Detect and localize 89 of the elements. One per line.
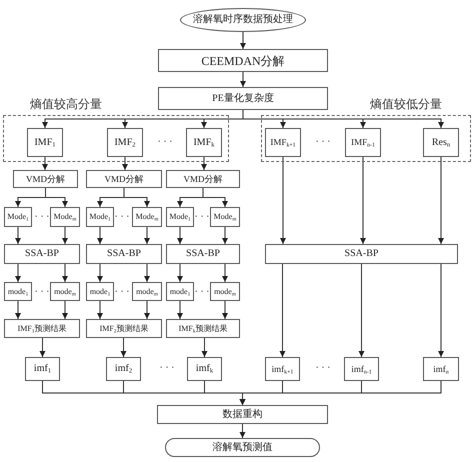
process-box: Mode$_{1}$ <box>86 207 114 227</box>
process-box: imf$_{2}$ <box>106 357 141 381</box>
arrow <box>202 338 208 358</box>
arrow <box>240 72 246 88</box>
ellipsis-mark: · · · <box>316 136 330 148</box>
ellipsis-mark: · · · <box>194 212 210 222</box>
arrow <box>42 156 48 170</box>
arrow <box>280 264 286 358</box>
arrow <box>97 226 103 244</box>
process-box: VMD分解 <box>13 170 78 188</box>
arrow <box>144 264 150 282</box>
process-box: SSA-BP <box>265 244 458 264</box>
ellipsis-mark: · · · <box>114 286 130 298</box>
arrow <box>15 300 21 320</box>
process-box: mode$_{m}$ <box>210 282 240 301</box>
arrow <box>202 188 228 208</box>
arrow <box>222 226 228 244</box>
process-box: Mode$_{m}$ <box>132 207 162 227</box>
process-box: Mode$_{1}$ <box>166 207 194 227</box>
arrow <box>240 32 246 50</box>
process-box: mode$_{1}$ <box>86 282 114 301</box>
process-box: SSA-BP <box>86 244 162 264</box>
arrow <box>222 300 228 320</box>
arrow <box>62 264 68 282</box>
arrow <box>120 338 126 358</box>
ellipsis-mark: · · · <box>34 286 50 298</box>
arrow <box>97 264 103 282</box>
arrow <box>15 226 21 244</box>
process-box: Mode$_{1}$ <box>4 207 32 227</box>
process-box: mode$_{1}$ <box>4 282 32 301</box>
process-box: imf$_{k}$ <box>187 357 222 381</box>
arrow <box>62 300 68 320</box>
arrow <box>40 338 46 358</box>
process-box: IMF$_{n-1}$ <box>345 128 381 157</box>
process-box: VMD分解 <box>166 170 240 188</box>
arrow <box>438 264 444 358</box>
process-box: IMF$_{k}$预测结果 <box>166 319 240 338</box>
arrow <box>240 380 442 406</box>
arrow <box>177 300 183 320</box>
process-box: Res$_{n}$ <box>423 128 459 157</box>
arrow <box>62 226 68 244</box>
process-box: IMF$_{2}$ <box>107 128 143 157</box>
process-box: IMF$_{k+1}$ <box>265 128 301 157</box>
process-box: mode$_{1}$ <box>166 282 194 301</box>
ellipsis-mark: · · · <box>316 362 330 374</box>
terminal-box: 溶解氧预测值 <box>165 438 320 457</box>
process-box: Mode$_{m}$ <box>210 207 240 227</box>
arrow <box>122 156 128 170</box>
group-heading: 熵值较低分量 <box>370 96 442 113</box>
process-box: IMF$_{1}$ <box>27 128 63 157</box>
process-box: IMF$_{k}$ <box>186 128 222 157</box>
process-box: mode$_{m}$ <box>50 282 80 301</box>
process-box: imf$_{k+1}$ <box>265 357 300 381</box>
start-ellipse: 溶解氧时序数据预处理 <box>180 8 306 32</box>
arrow <box>97 300 103 320</box>
process-box: IMF$_{1}$预测结果 <box>4 319 80 338</box>
arrow <box>15 264 21 282</box>
process-box: Mode$_{m}$ <box>50 207 80 227</box>
arrow <box>144 300 150 320</box>
arrow <box>124 188 150 208</box>
process-box: imf$_{n-1}$ <box>344 357 379 381</box>
arrow <box>222 264 228 282</box>
ellipsis-mark: · · · <box>114 212 130 222</box>
process-box: mode$_{m}$ <box>132 282 162 301</box>
ellipsis-mark: · · · <box>194 286 210 298</box>
process-box: SSA-BP <box>4 244 80 264</box>
process-box: VMD分解 <box>86 170 162 188</box>
arrow <box>177 226 183 244</box>
arrow <box>240 424 246 438</box>
arrow <box>360 156 366 244</box>
arrow <box>280 156 286 244</box>
process-box: imf$_{n}$ <box>423 357 459 381</box>
arrow <box>45 188 68 208</box>
process-box: imf$_{1}$ <box>25 357 60 381</box>
arrow <box>177 264 183 282</box>
arrow <box>438 156 444 244</box>
arrow <box>201 156 207 170</box>
arrow <box>358 264 364 358</box>
ellipsis-mark: · · · <box>34 212 50 222</box>
ellipsis-mark: · · · <box>158 136 172 148</box>
arrow <box>144 226 150 244</box>
process-box: CEEMDAN分解 <box>158 49 328 72</box>
process-box: 数据重构 <box>157 405 328 424</box>
process-box: SSA-BP <box>166 244 240 264</box>
process-box: PE量化复杂度 <box>158 87 328 110</box>
arrow <box>242 110 444 128</box>
process-box: IMF$_{2}$预测结果 <box>86 319 162 338</box>
ellipsis-mark: · · · <box>160 362 174 374</box>
group-heading: 熵值较高分量 <box>30 96 102 113</box>
